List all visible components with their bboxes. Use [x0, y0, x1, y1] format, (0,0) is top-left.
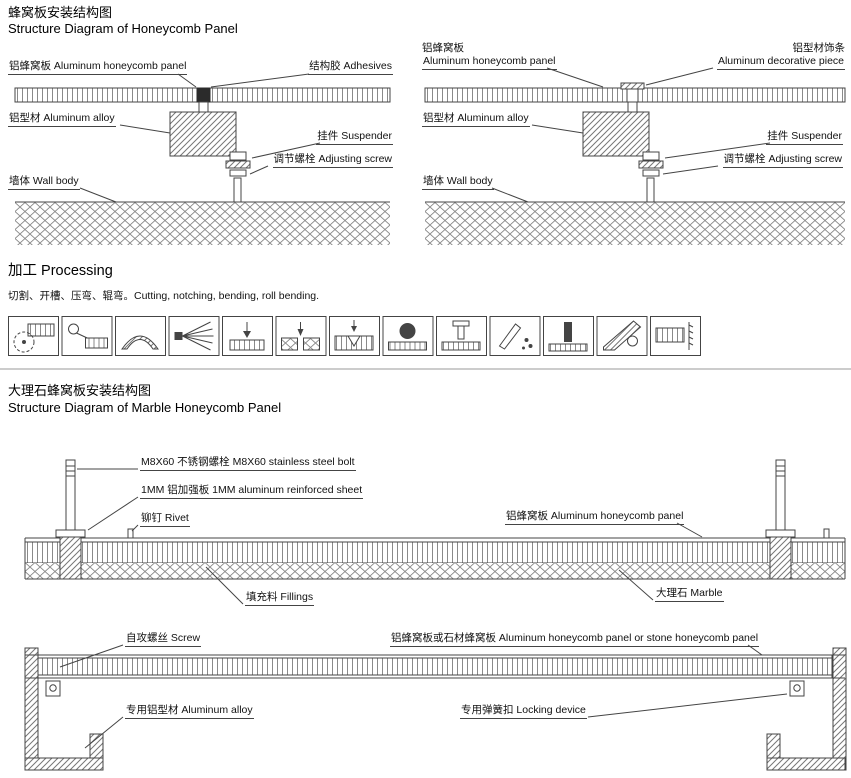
adjusting-screw-part — [229, 169, 247, 177]
label-marble: 大理石 Marble — [655, 587, 724, 602]
suspender-body — [638, 160, 664, 169]
icon-grooving — [275, 316, 327, 356]
leader-sheet — [87, 496, 139, 531]
icon-bolt-press — [436, 316, 487, 356]
label-lock: 专用弹簧扣 Locking device — [460, 704, 587, 719]
leader-deco — [645, 67, 714, 86]
diagram-honeycomb-left — [14, 73, 391, 245]
icon-roll-press — [382, 316, 434, 356]
leader-lock — [587, 693, 788, 718]
icon-circular-saw — [8, 316, 59, 356]
panel-joint — [626, 87, 639, 103]
processing-icons — [8, 316, 701, 356]
icon-v-cutting — [329, 316, 380, 356]
marble-layer — [25, 563, 845, 579]
label-bolt: M8X60 不锈钢螺栓 M8X60 stainless steel bolt — [140, 456, 356, 471]
leader-panel — [676, 522, 703, 538]
icon-gluing — [489, 316, 541, 356]
leader-alloy — [119, 124, 171, 134]
honeycomb-core — [25, 542, 845, 563]
leader-panel — [177, 73, 197, 88]
stainless-bolt-left — [65, 459, 76, 539]
wall-hatch — [425, 202, 845, 245]
anchor-bolt — [233, 177, 242, 205]
suspender-hook — [229, 151, 247, 161]
label-screw: 自攻螺丝 Screw — [125, 632, 202, 647]
hanger-bolt — [627, 101, 638, 113]
label-b-alloy: 专用铝型材 Aluminum alloy — [125, 704, 254, 719]
label-left-screw: 调节螺栓 Adjusting screw — [272, 153, 393, 168]
icon-cutting-tool — [61, 316, 113, 356]
spring-clip-right — [789, 680, 805, 697]
label-m-panel: 铝蜂窝板 Aluminum honeycomb panel — [505, 510, 685, 525]
section3-title-zh: 大理石蜂窝板安装结构图 — [8, 383, 152, 398]
label-left-adhesive: 结构胶 Adhesives — [308, 60, 393, 75]
rivet-left — [127, 528, 134, 539]
wall-hatch — [15, 202, 390, 245]
aluminum-alloy-profile — [169, 111, 237, 157]
leader-suspender — [251, 142, 321, 159]
icon-roll-bending — [596, 316, 648, 356]
processing-title: 加工 Processing — [8, 263, 113, 279]
label-left-alloy: 铝型材 Aluminum alloy — [8, 112, 116, 127]
label-right-suspender: 挂件 Suspender — [766, 130, 843, 145]
label-left-wall: 墙体 Wall body — [8, 175, 80, 190]
spring-clip-left — [45, 680, 61, 697]
decorative-strip — [620, 82, 645, 90]
icon-press-punch — [222, 316, 273, 356]
leader-marble — [618, 569, 654, 601]
edge-profile-left — [24, 647, 39, 771]
leader-rivet — [131, 524, 139, 532]
edge-profile-right — [832, 647, 847, 771]
leader-alloy — [531, 124, 584, 134]
reinforced-sheet-right — [765, 529, 796, 538]
label-right-deco-en: Aluminum decorative piece — [716, 55, 845, 70]
adjusting-screw-part — [642, 169, 660, 177]
leader-wall — [491, 187, 529, 203]
label-fillings: 填充料 Fillings — [245, 591, 315, 606]
label-right-wall: 墙体 Wall body — [422, 175, 494, 190]
label-left-panel: 铝蜂窝板 Aluminum honeycomb panel — [8, 60, 188, 75]
label-left-suspender: 挂件 Suspender — [316, 130, 393, 145]
diagram-framed-panel — [24, 644, 847, 771]
leader-wall — [79, 187, 117, 203]
label-right-panel-zh: 铝蜂窝板 — [422, 42, 464, 54]
diagram-marble-panel — [24, 459, 846, 605]
section1-title-en: Structure Diagram of Honeycomb Panel — [8, 21, 238, 36]
label-b-panel: 铝蜂窝板或石材蜂窝板 Aluminum honeycomb panel or s… — [390, 632, 760, 647]
icon-edge-milling — [543, 316, 594, 356]
section1-title-zh: 蜂窝板安装结构图 — [8, 5, 113, 20]
leader-alloy — [84, 716, 124, 749]
processing-desc: 切割、开槽、压弯、辊弯。Cutting, notching, bending, … — [8, 290, 320, 302]
icon-board-sawing — [650, 316, 701, 356]
suspender-body — [225, 160, 251, 169]
label-right-deco-zh: 铝型材饰条 — [792, 42, 846, 54]
leader-panel — [546, 67, 604, 88]
adhesive-block — [196, 87, 211, 103]
rivet-right — [823, 528, 830, 539]
label-rivet: 铆钉 Rivet — [140, 512, 190, 527]
anchor-bolt — [646, 177, 655, 205]
label-right-screw: 调节螺栓 Adjusting screw — [722, 153, 843, 168]
stainless-bolt-right — [775, 459, 786, 539]
leader-screw — [249, 165, 269, 175]
leader-suspender — [664, 142, 771, 159]
leader-fillings — [205, 566, 244, 605]
leader-screw — [662, 165, 719, 175]
diagram-honeycomb-right — [424, 67, 846, 245]
label-right-panel-en: Aluminum honeycomb panel — [422, 55, 557, 70]
section3-title-en: Structure Diagram of Marble Honeycomb Pa… — [8, 400, 282, 415]
hanger-bolt — [198, 101, 209, 113]
aluminum-alloy-profile — [582, 111, 650, 157]
leader-screw — [59, 644, 124, 668]
label-right-alloy: 铝型材 Aluminum alloy — [422, 112, 530, 127]
leader-adhesive — [210, 73, 310, 88]
panel-core — [38, 658, 832, 675]
icon-notching-spray — [168, 316, 220, 356]
reinforced-sheet-left — [55, 529, 86, 538]
suspender-hook — [642, 151, 660, 161]
label-sheet: 1MM 铝加强板 1MM aluminum reinforced sheet — [140, 484, 364, 499]
icon-arc-bending — [115, 316, 166, 356]
